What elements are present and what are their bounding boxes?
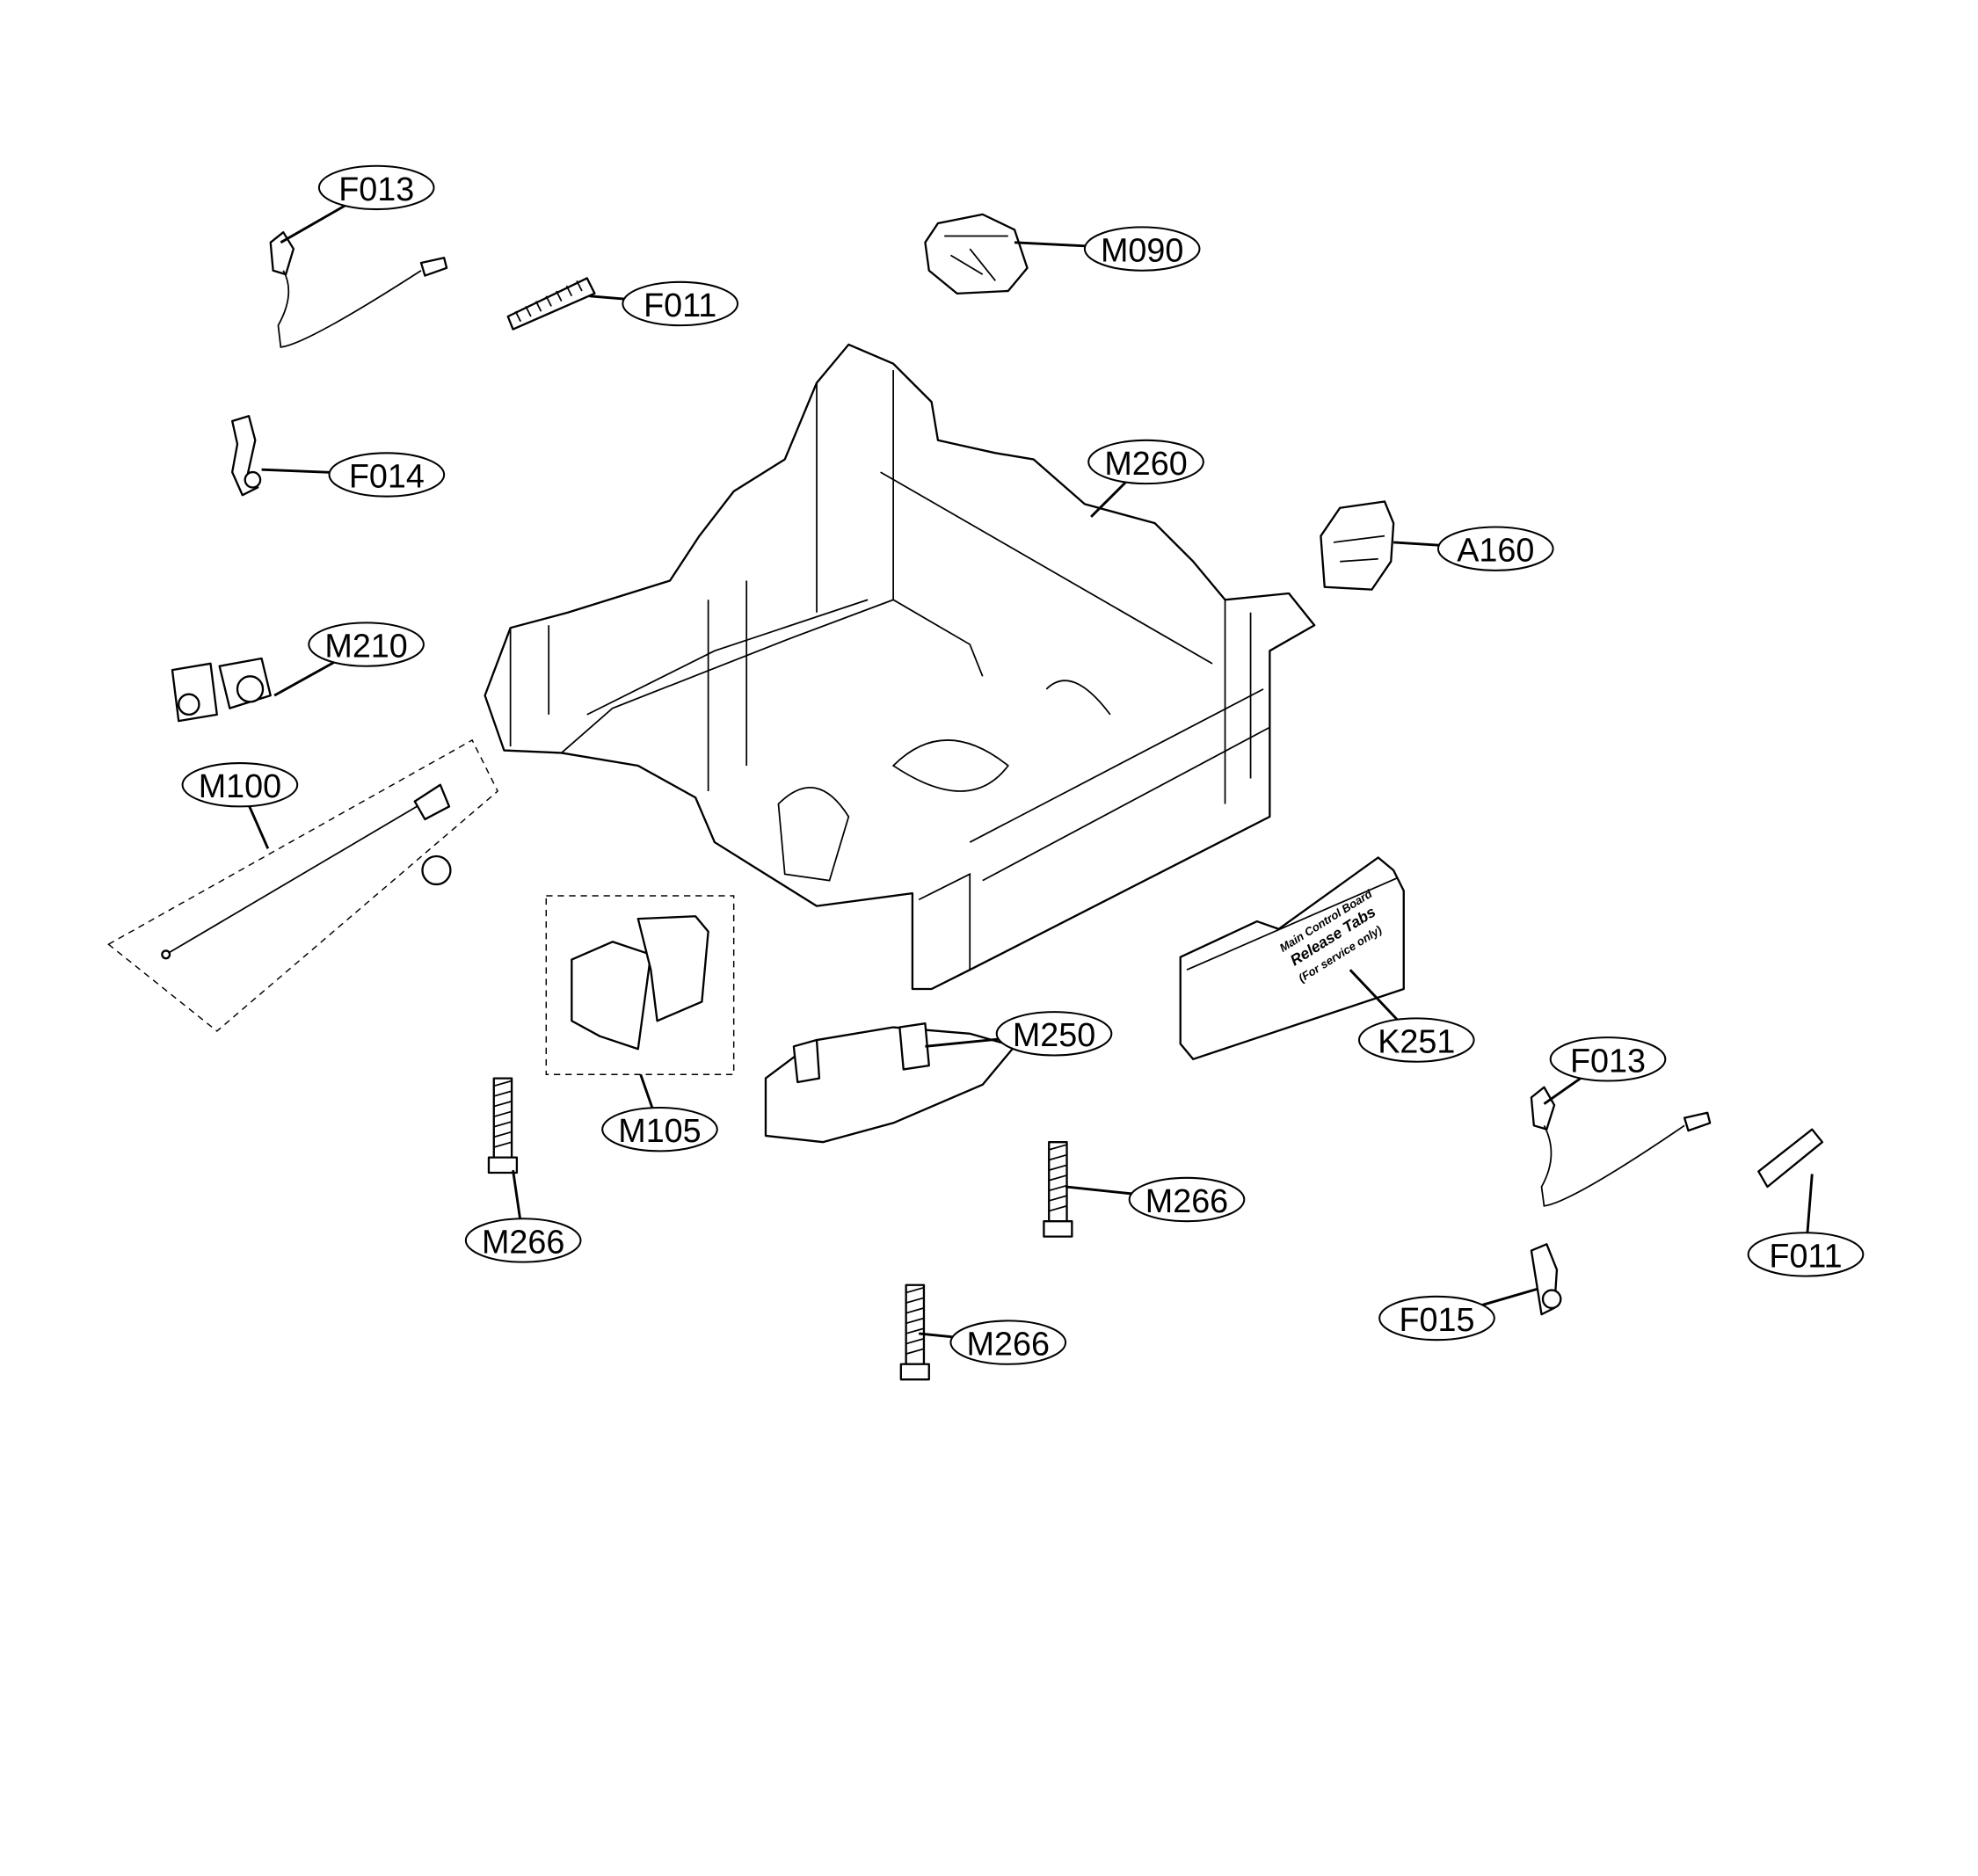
callout-label: A160 <box>1457 532 1534 569</box>
callout-ellipse <box>1549 1036 1667 1082</box>
rod-assembly-part <box>107 738 499 1032</box>
wire-sensor-part <box>269 231 448 348</box>
leader-line <box>248 805 270 849</box>
bolt-part <box>899 1283 930 1381</box>
callout-m105: M105 <box>601 1073 718 1153</box>
leader-line <box>280 204 346 244</box>
leader-line <box>1349 969 1399 1021</box>
callout-ellipse <box>317 164 435 211</box>
leader-line <box>1543 1077 1582 1105</box>
callout-label: M266 <box>1145 1182 1228 1219</box>
leader-line <box>1014 241 1086 248</box>
callout-m210: M210 <box>273 622 425 697</box>
switch-part <box>1320 500 1395 591</box>
callout-m100: M100 <box>181 762 299 849</box>
callout-label: M266 <box>967 1326 1050 1363</box>
callout-f015: F015 <box>1378 1287 1538 1342</box>
callout-label: M100 <box>199 767 281 804</box>
leader-line <box>925 1037 999 1048</box>
leader-line <box>919 1332 953 1339</box>
callout-label: F014 <box>349 457 425 494</box>
callout-ellipse <box>1747 1232 1865 1277</box>
callout-ellipse <box>308 622 425 667</box>
callout-label: K251 <box>1378 1023 1455 1060</box>
cup-part <box>924 213 1029 295</box>
callout-ellipse <box>1083 226 1201 272</box>
callout-f011: F011 <box>589 280 739 327</box>
callout-ellipse <box>328 452 446 498</box>
bolt-part <box>487 1077 519 1174</box>
leader-line <box>261 468 330 474</box>
callout-f011: F011 <box>1747 1174 1865 1277</box>
leader-line <box>1393 541 1439 547</box>
callout-ellipse <box>1357 1017 1475 1063</box>
spring-part <box>506 277 596 331</box>
cover-part <box>545 895 735 1075</box>
callout-ellipse <box>1087 439 1204 485</box>
bolt-part <box>1043 1141 1073 1238</box>
callout-f013: F013 <box>280 164 435 244</box>
leader-line <box>1065 1185 1132 1196</box>
callout-label: M105 <box>618 1112 701 1149</box>
callout-label: M090 <box>1101 232 1183 269</box>
valve-part <box>171 657 272 723</box>
leader-line <box>1481 1287 1538 1306</box>
leader-line <box>1806 1174 1814 1233</box>
leader-line <box>512 1169 522 1219</box>
callout-label: M266 <box>482 1223 564 1260</box>
callout-label: F015 <box>1399 1301 1474 1338</box>
callout-ellipse <box>1436 526 1554 571</box>
callout-k251: K251 <box>1349 969 1475 1063</box>
callout-f014: F014 <box>261 452 446 498</box>
callout-ellipse <box>181 762 299 808</box>
callout-m090: M090 <box>1014 226 1201 272</box>
tray-part <box>764 1022 1016 1144</box>
callout-label: F011 <box>1769 1237 1842 1274</box>
wire-sensor-part-right <box>1530 1086 1712 1207</box>
callout-label: F013 <box>338 171 414 207</box>
callout-ellipse <box>464 1218 582 1263</box>
callout-m250: M250 <box>925 1011 1113 1057</box>
leader-line <box>273 661 335 697</box>
callout-ellipse <box>1128 1176 1246 1223</box>
base-tub-part <box>484 343 1316 991</box>
callout-f013: F013 <box>1543 1036 1667 1105</box>
spring-part-right <box>1757 1128 1824 1189</box>
leader-line <box>1090 481 1127 518</box>
callout-ellipse <box>949 1320 1067 1365</box>
callout-m266: M266 <box>464 1169 582 1263</box>
control-board-part: Main Control Board Release Tabs (For ser… <box>1179 856 1405 1060</box>
lever-part <box>231 415 262 497</box>
callout-label: M250 <box>1013 1016 1095 1053</box>
callout-label: F013 <box>1570 1042 1646 1079</box>
callout-label: F011 <box>644 287 716 324</box>
callout-m266: M266 <box>1065 1176 1246 1223</box>
leader-line <box>639 1073 654 1109</box>
leader-line <box>589 294 625 301</box>
callout-ellipse <box>622 280 739 327</box>
callout-m266: M266 <box>919 1320 1067 1365</box>
lever-part-right <box>1530 1243 1562 1316</box>
callout-ellipse <box>995 1011 1113 1057</box>
callout-label: M260 <box>1104 445 1187 482</box>
callout-ellipse <box>1378 1295 1495 1342</box>
callout-a160: A160 <box>1393 526 1554 571</box>
callout-ellipse <box>601 1106 718 1153</box>
callout-label: M210 <box>324 628 407 665</box>
callout-m260: M260 <box>1087 439 1204 518</box>
